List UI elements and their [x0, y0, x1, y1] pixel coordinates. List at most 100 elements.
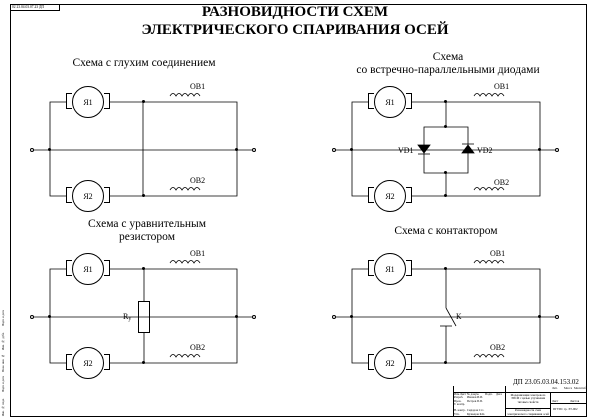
tb-name-4: Сидоров С.С. — [467, 408, 485, 412]
label-ob2: OB2 — [494, 178, 510, 187]
diode-vd2 — [461, 143, 475, 154]
resistor-subscript: у — [128, 316, 132, 322]
junction-dot — [142, 100, 145, 103]
junction-dot — [142, 267, 145, 270]
motor-label: Я2 — [72, 347, 104, 379]
terminal-right — [555, 315, 559, 319]
label-contactor: К — [456, 312, 462, 321]
terminal-left — [332, 148, 336, 152]
scheme3-title-line2: резистором — [119, 231, 175, 243]
side-field-5: Подп. и дата — [1, 310, 5, 327]
motor-ya1: Я1 — [66, 252, 110, 286]
terminal-left — [30, 315, 34, 319]
junction-dot — [538, 148, 541, 151]
motor-label: Я1 — [374, 253, 406, 285]
motor-label: Я2 — [374, 347, 406, 379]
drawing-frame — [10, 4, 587, 417]
motor-ya2: Я2 — [66, 179, 110, 213]
side-fields: Инв. № подл. Подп. и дата Взам. инв. № И… — [1, 310, 9, 417]
side-field-2: Подп. и дата — [1, 376, 5, 393]
scheme1-title-line: Схема с глухим соединением — [72, 57, 216, 69]
junction-dot — [142, 361, 145, 364]
tb-mass: Масса — [564, 386, 573, 390]
label-vd1: VD1 — [398, 146, 414, 155]
junction-dot — [444, 171, 447, 174]
terminal-right — [252, 148, 256, 152]
scheme4-title-line: Схема с контактором — [394, 225, 498, 237]
tb-col-date: Дата — [496, 391, 502, 396]
motor-ya2: Я2 — [66, 346, 110, 380]
tb-role-3: Т. контр. — [454, 402, 466, 406]
document-number: ДП 23.05.03.04.153.02 — [513, 378, 579, 386]
side-field-4: Инв. № дубл. — [1, 332, 5, 351]
tb-org: ПГУПС гр. ЭТ-902 — [553, 407, 578, 411]
scheme2-title: Схема со встречно-параллельными диодами — [328, 51, 568, 77]
tb-role-5: Утв. — [454, 411, 460, 416]
label-resistor: Rу — [123, 312, 131, 324]
scheme1-title: Схема с глухим соединением — [44, 57, 244, 70]
equalizing-resistor — [138, 301, 150, 333]
title-block: Изм. Лист № докум. Подп. Дата Разраб. Пр… — [453, 386, 587, 417]
tb-col-izm: Изм. — [454, 391, 460, 396]
scheme2-title-line1: Схема — [432, 51, 464, 63]
tb-description: Модернизация электровоза ЭП1М с целью ул… — [510, 392, 546, 404]
tb-scale: Масштаб — [574, 386, 586, 390]
junction-dot — [444, 100, 447, 103]
scheme4-title: Схема с контактором — [346, 225, 546, 238]
motor-ya2: Я2 — [368, 179, 412, 213]
label-ob1: OB1 — [494, 82, 510, 91]
resistor-symbol: R — [123, 312, 129, 321]
corner-stamp: 02 23.04.03.07.23 ДП — [10, 4, 60, 11]
tb-col-list: Лист — [460, 391, 467, 396]
tb-sheet-title: Разновидности схем электрического спарив… — [507, 408, 549, 416]
tb-role-2: Пров. — [454, 398, 462, 403]
side-field-3: Взам. инв. № — [1, 354, 5, 373]
motor-label: Я2 — [374, 180, 406, 212]
tb-sheets: Листов — [570, 399, 580, 403]
scheme3-title: Схема с уравнительным резистором — [47, 218, 247, 244]
side-field-1: Инв. № подл. — [1, 398, 5, 417]
motor-label: Я1 — [72, 86, 104, 118]
page-title-line1: РАЗНОВИДНОСТИ СХЕМ — [201, 4, 389, 20]
junction-dot — [235, 148, 238, 151]
motor-label: Я1 — [374, 86, 406, 118]
tb-name-1: Иванов И.И. — [467, 395, 483, 399]
label-ob2: OB2 — [490, 343, 506, 352]
tb-role-4: Н. контр. — [454, 408, 466, 412]
label-ob2: OB2 — [190, 343, 206, 352]
junction-dot — [235, 315, 238, 318]
motor-label: Я2 — [72, 180, 104, 212]
junction-dot — [142, 194, 145, 197]
tb-name-5: Кузнецов К.К. — [467, 411, 486, 416]
junction-dot — [444, 125, 447, 128]
page-title-line2: ЭЛЕКТРИЧЕСКОГО СПАРИВАНИЯ ОСЕЙ — [141, 22, 449, 38]
junction-dot — [444, 194, 447, 197]
motor-ya2: Я2 — [368, 346, 412, 380]
junction-dot — [538, 315, 541, 318]
diode-vd1 — [417, 144, 431, 155]
junction-dot — [48, 148, 51, 151]
label-ob1: OB1 — [190, 82, 206, 91]
motor-ya1: Я1 — [368, 85, 412, 119]
tb-sheet: Лист — [552, 399, 559, 403]
label-ob1: OB1 — [190, 249, 206, 258]
tb-col-sign: Подп. — [485, 391, 493, 396]
terminal-left — [30, 148, 34, 152]
junction-dot — [444, 267, 447, 270]
contactor-k — [440, 302, 457, 332]
terminal-right — [252, 315, 256, 319]
terminal-left — [332, 315, 336, 319]
junction-dot — [444, 361, 447, 364]
label-ob2: OB2 — [190, 176, 206, 185]
terminal-right — [555, 148, 559, 152]
junction-dot — [350, 148, 353, 151]
scheme3-title-line1: Схема с уравнительным — [87, 218, 206, 230]
motor-label: Я1 — [72, 253, 104, 285]
scheme3-wires — [33, 260, 254, 364]
scheme2-title-line2: со встречно-параллельными диодами — [356, 64, 540, 76]
junction-dot — [350, 315, 353, 318]
tb-role-1: Разраб. — [454, 395, 464, 399]
label-vd2: VD2 — [477, 146, 493, 155]
